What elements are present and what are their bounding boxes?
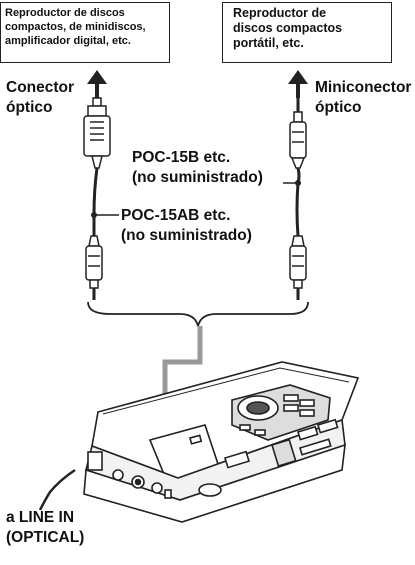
label-line: POC-15AB etc. (121, 207, 231, 224)
label-line: (OPTICAL) (6, 529, 85, 546)
cable-poc15ab-label: POC-15AB etc. (no suministrado) (121, 206, 252, 246)
source-device-box-left: Reproductor de discos compactos, de mini… (0, 2, 170, 63)
optical-miniplug-left (85, 235, 103, 300)
optical-connector-label: Conector óptico (6, 78, 74, 118)
cable-poc15b-label: POC-15B etc. (no suministrado) (132, 148, 263, 188)
label-line: a LINE IN (6, 509, 75, 526)
arrow-up-icon-right (288, 70, 308, 98)
label-line: óptico (315, 99, 362, 116)
line-in-label: a LINE IN (OPTICAL) (6, 508, 84, 548)
box-left-line: Reproductor de discos (5, 7, 125, 19)
label-line: Miniconector (315, 79, 412, 96)
arrow-up-icon-left (87, 70, 107, 98)
minidisc-recorder (38, 361, 360, 523)
source-device-box-right: Reproductor de discos compactos portátil… (222, 2, 392, 63)
box-left-line: compactos, de minidiscos, (5, 21, 146, 33)
box-right-line: Reproductor de (233, 6, 327, 20)
optical-miniplug-right-top (289, 98, 307, 169)
label-line: POC-15B etc. (132, 149, 231, 166)
optical-miniconnector-label: Miniconector óptico (315, 78, 411, 118)
optical-plug-square (83, 97, 111, 169)
cable-poc15ab (92, 167, 99, 216)
grouping-brace (87, 301, 309, 327)
label-line: Conector (6, 79, 75, 96)
label-line: óptico (6, 99, 53, 116)
box-right-line: discos compactos (233, 21, 343, 35)
box-left-line: amplificador digital, etc. (5, 35, 131, 47)
box-right-line: portátil, etc. (233, 36, 304, 50)
label-line: (no suministrado) (132, 169, 263, 186)
label-line: (no suministrado) (121, 227, 252, 244)
optical-miniplug-right-bottom (289, 235, 307, 300)
